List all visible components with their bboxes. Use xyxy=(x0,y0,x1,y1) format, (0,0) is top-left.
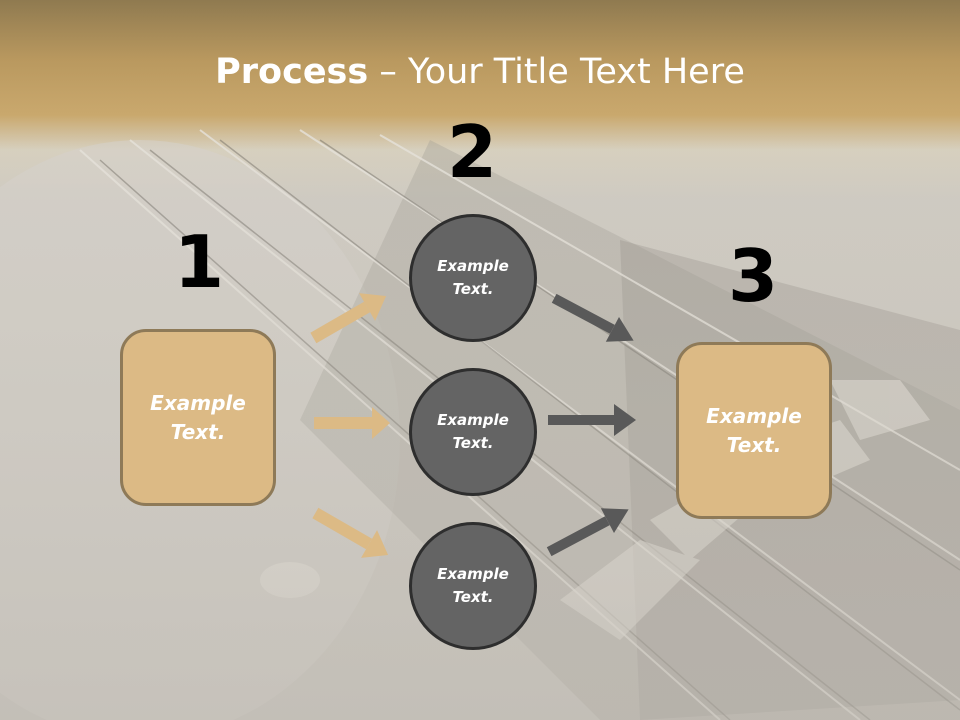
dark-arrow-down xyxy=(551,293,634,342)
slide-title: Process – Your Title Text Here xyxy=(0,52,960,92)
circle-top: Example Text. xyxy=(409,214,537,342)
left-process-box: Example Text. xyxy=(120,329,276,506)
circle-bottom-label: Example Text. xyxy=(437,565,509,606)
right-box-label: Example Text. xyxy=(706,403,802,457)
circle-middle-label: Example Text. xyxy=(437,411,509,452)
circle-middle: Example Text. xyxy=(409,368,537,496)
tan-arrow-down xyxy=(312,507,389,558)
dark-arrow-right xyxy=(548,404,636,436)
right-process-box: Example Text. xyxy=(676,342,832,519)
title-rest: – Your Title Text Here xyxy=(368,52,745,92)
tan-arrow-right xyxy=(314,407,390,439)
step-number-1: 1 xyxy=(173,220,225,304)
step-number-3: 3 xyxy=(727,234,779,318)
title-bold: Process xyxy=(215,52,369,92)
step-number-2: 2 xyxy=(446,110,498,194)
left-box-label: Example Text. xyxy=(150,390,246,444)
circle-bottom: Example Text. xyxy=(409,522,537,650)
dark-arrow-up xyxy=(546,508,629,557)
tan-arrow-up xyxy=(310,293,387,344)
circle-top-label: Example Text. xyxy=(437,257,509,298)
